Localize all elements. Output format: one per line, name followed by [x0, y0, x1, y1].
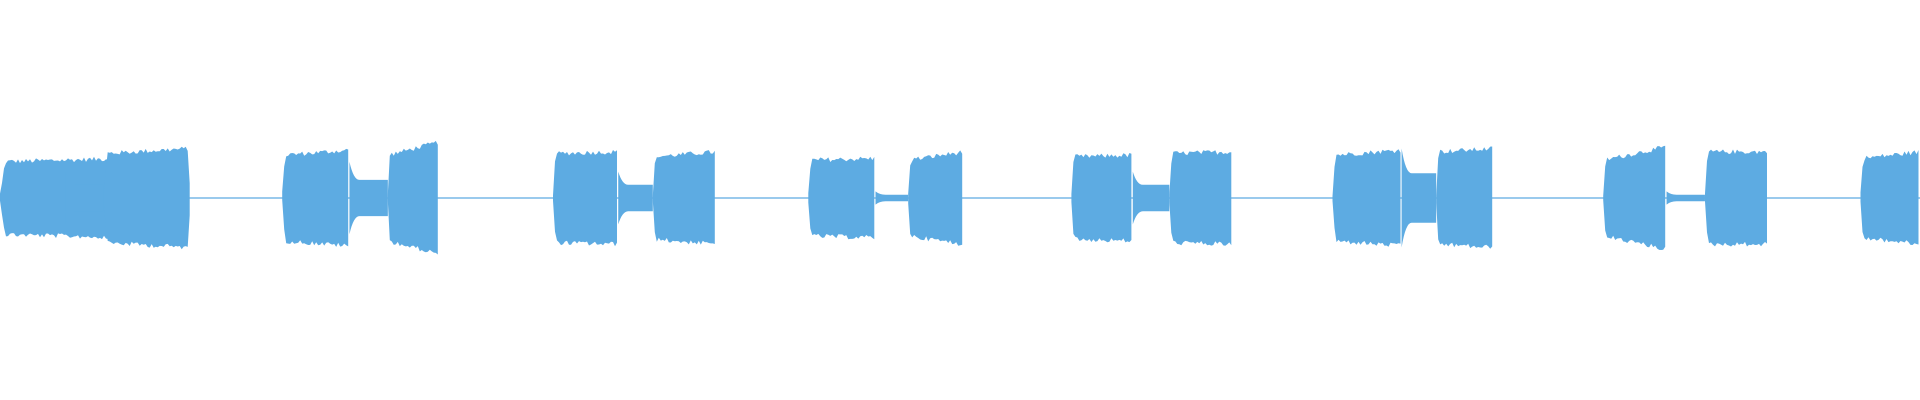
waveform-burst-13 [1603, 145, 1666, 250]
waveform-dip-3 [618, 171, 653, 225]
waveform-burst-5 [553, 150, 617, 247]
waveform-dip-7 [1666, 191, 1705, 205]
waveform-burst-3 [282, 148, 349, 247]
waveform-burst-10 [1169, 150, 1232, 246]
waveform-burst-4 [387, 140, 438, 255]
waveform-burst-6 [652, 150, 715, 245]
waveform-burst-12 [1436, 146, 1493, 249]
waveform-burst-14 [1705, 149, 1767, 247]
waveform-burst-7 [808, 156, 875, 240]
waveform-dip-2 [349, 161, 388, 235]
waveform-dip-4 [875, 191, 909, 205]
waveform-dip-1 [65, 171, 104, 225]
waveform-burst-9 [1071, 153, 1132, 243]
waveform-burst-11 [1332, 149, 1401, 247]
waveform-bursts [0, 140, 1919, 255]
waveform-dip-6 [1401, 148, 1437, 248]
waveform-dip-5 [1132, 171, 1170, 225]
waveform-burst-8 [908, 150, 963, 246]
waveform-burst-1 [0, 156, 126, 240]
waveform-burst-15 [1860, 150, 1919, 245]
waveform-burst-2 [103, 146, 190, 250]
